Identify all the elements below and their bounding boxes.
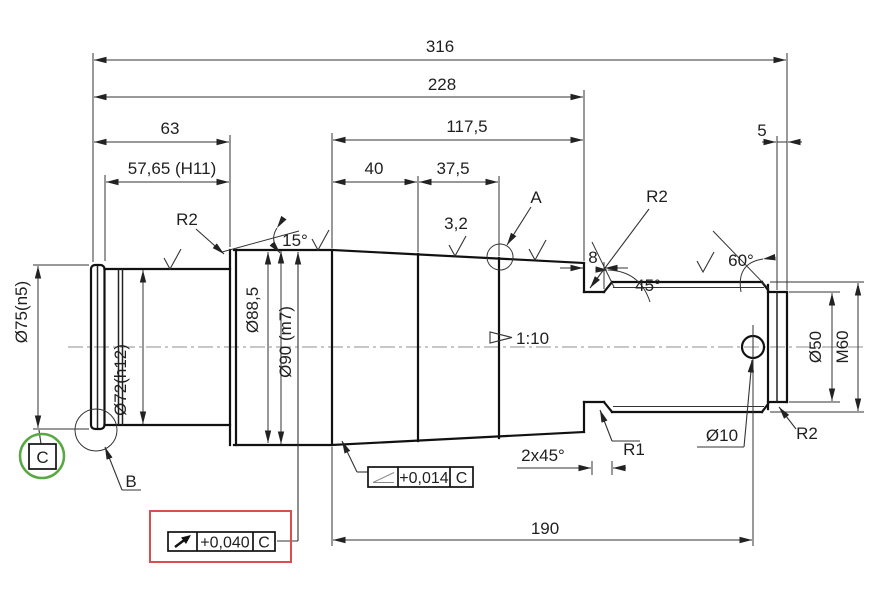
runout-tolerance-value: +0,040 [200,535,249,552]
dim-8: 8 [588,248,597,267]
dim-chamfer-2x45: 2x45° [521,446,565,465]
runout-arrow-icon [174,535,191,548]
radius-r1: R1 [623,440,645,459]
dim-37-5: 37,5 [436,159,469,178]
dim-40: 40 [365,159,384,178]
detail-circle-a [486,243,514,271]
dim-190: 190 [531,519,559,538]
dia-75: Ø75(n5) [12,281,31,343]
leader-detail-b [104,446,123,491]
dia-50: Ø50 [806,331,825,363]
dimension-lines [34,56,862,544]
slope-tolerance-value: +0,014 [399,470,448,487]
leader-detail-a [506,206,532,246]
angle-annotations [221,215,776,303]
dim-117-5: 117,5 [446,117,487,136]
radius-r2-bottom-right: R2 [796,424,818,443]
taper-symbol-icon [489,331,513,344]
dim-57-65: 57,65 (H11) [128,159,217,178]
dim-228: 228 [428,75,456,94]
slope-tolerance-frame: +0,014 C [367,466,474,488]
radius-r2-top-right: R2 [646,187,668,206]
leader-d10 [743,359,755,448]
highlight-circle-green [18,432,66,480]
slope-icon [372,472,395,483]
dim-5: 5 [757,121,766,140]
angle-45: 45° [635,276,661,295]
chamfer-60-extension [712,230,770,290]
chamfer-45-extension [591,241,615,288]
angle-15: 15° [282,231,308,250]
leader-r1 [599,409,613,442]
slope-tolerance-datum: C [456,470,468,487]
dim-overall: 316 [426,37,454,56]
runout-tolerance-frame: +0,040 C [167,531,276,552]
datum-c-box [28,443,57,470]
dimension-texts: 316 228 117,5 63 57,65 (H11) 40 37,5 5 8… [12,37,852,538]
detail-a-label: A [530,188,542,207]
detail-b-label: B [125,472,136,491]
dia-10: Ø10 [706,426,738,445]
thread-m60: M60 [833,330,852,363]
datum-c-label: C [36,448,48,467]
radius-r2-top-left: R2 [176,210,198,229]
leader-slope-frame [341,440,358,473]
dia-88-5: Ø88,5 [243,287,262,333]
dim-63: 63 [161,119,180,138]
angle-60: 60° [728,251,754,270]
roughness-value: 3,2 [444,214,468,233]
leader-r2-top-left [195,228,225,255]
leader-datum-c [38,429,42,445]
arc-45deg [595,266,651,303]
leader-r2-top-right [589,208,650,289]
detail-circle-b [74,408,118,452]
taper-ratio: 1:10 [516,329,549,348]
arc-15deg [269,215,287,254]
highlight-box-red [149,510,292,563]
leader-lines [38,206,797,542]
runout-tolerance-datum: C [258,535,270,552]
roughness-marks [163,229,715,274]
shaft-profile [89,248,789,447]
leader-r2-bottom-right [778,406,797,430]
dia-90: Ø90 (m7) [276,306,295,378]
arc-60deg [739,253,776,293]
datum-c: C [18,432,66,480]
dia-72: Ø72(h12) [111,344,130,416]
